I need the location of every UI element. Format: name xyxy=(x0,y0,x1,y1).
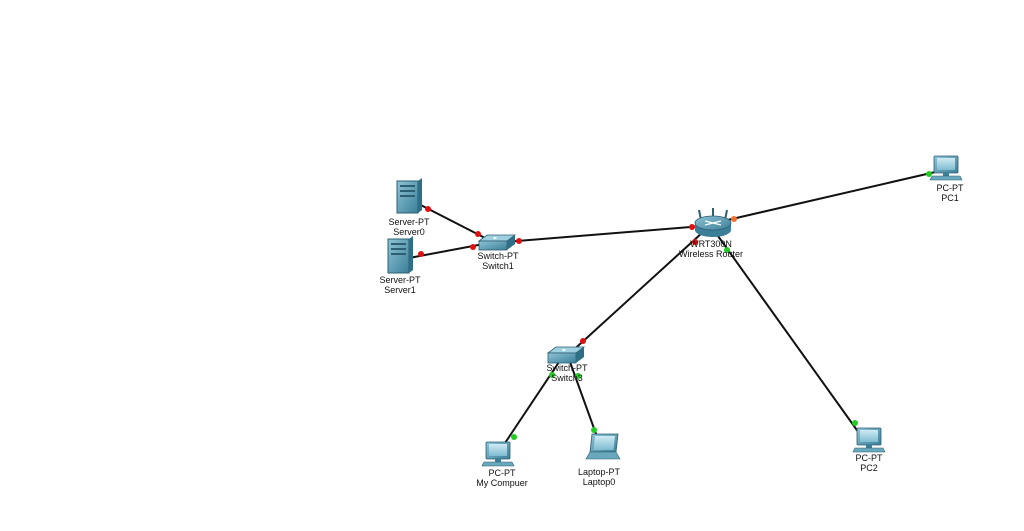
server0-name: Server0 xyxy=(393,227,425,237)
pc1-type: PC-PT xyxy=(936,183,964,193)
link-light-switch1-router xyxy=(516,238,522,244)
link-light-router-pc2 xyxy=(724,247,730,253)
link-light-switch3-laptop0 xyxy=(575,373,581,379)
link-light-switch3-mycomp xyxy=(549,372,555,378)
server0-icon[interactable] xyxy=(396,178,422,214)
pc1-icon[interactable] xyxy=(929,155,963,181)
switch3-name: Switch3 xyxy=(551,373,583,383)
pc1-label: PC-PT PC1 xyxy=(937,183,964,203)
cable-router-switch3[interactable] xyxy=(567,231,704,356)
my-computer-type: PC-PT xyxy=(488,468,516,478)
switch3-type: Switch-PT xyxy=(546,363,588,373)
switch3-label: Switch-PT Switch3 xyxy=(546,363,587,383)
switch1-label: Switch-PT Switch1 xyxy=(477,251,518,271)
server0-label: Server-PT Server0 xyxy=(388,217,429,237)
cable-router-pc1[interactable] xyxy=(718,169,945,223)
server0-type: Server-PT xyxy=(388,217,430,227)
cable-switch3-mycomp[interactable] xyxy=(496,361,560,456)
link-light-mycomp-end xyxy=(511,434,517,440)
link-light-switch3-router xyxy=(580,338,586,344)
router-type: WRT300N xyxy=(690,239,732,249)
my-computer-icon[interactable] xyxy=(481,441,515,467)
router-label: WRT300N Wireless Router xyxy=(679,239,743,259)
switch1-icon[interactable] xyxy=(477,234,517,251)
laptop0-type: Laptop-PT xyxy=(577,467,621,477)
switch1-name: Switch1 xyxy=(482,261,514,271)
switch1-type: Switch-PT xyxy=(477,251,519,261)
link-light-switch1-s1 xyxy=(470,244,476,250)
link-light-router-switch1 xyxy=(689,224,695,230)
switch3-icon[interactable] xyxy=(546,346,586,364)
pc2-label: PC-PT PC2 xyxy=(856,453,883,473)
cable-router-pc2[interactable] xyxy=(717,235,865,441)
laptop0-icon[interactable] xyxy=(585,433,621,460)
link-light-laptop0-end xyxy=(591,427,597,433)
link-light-router-switch3 xyxy=(692,239,698,245)
server1-label: Server-PT Server1 xyxy=(379,275,420,295)
link-light-server0-end xyxy=(425,206,431,212)
link-light-switch1-s0 xyxy=(475,231,481,237)
link-light-router-pc1 xyxy=(731,216,737,222)
router-name: Wireless Router xyxy=(678,249,744,259)
laptop0-label: Laptop-PT Laptop0 xyxy=(578,467,620,487)
server1-name: Server1 xyxy=(384,285,416,295)
link-light-pc2-end xyxy=(852,420,858,426)
server1-icon[interactable] xyxy=(387,236,413,274)
laptop0-name: Laptop0 xyxy=(582,477,616,487)
link-status-lights xyxy=(418,171,932,440)
pc2-name: PC2 xyxy=(860,463,878,473)
wireless-router-icon[interactable] xyxy=(694,208,732,237)
cable-switch1-router[interactable] xyxy=(504,225,704,243)
pc2-type: PC-PT xyxy=(855,453,883,463)
pc1-name: PC1 xyxy=(941,193,959,203)
link-light-server1-end xyxy=(418,251,424,257)
server1-type: Server-PT xyxy=(379,275,421,285)
pc2-icon[interactable] xyxy=(852,427,886,453)
link-light-pc1-end xyxy=(926,171,932,177)
my-computer-label: PC-PT My Compuer xyxy=(476,468,528,488)
my-computer-name: My Compuer xyxy=(476,478,528,488)
